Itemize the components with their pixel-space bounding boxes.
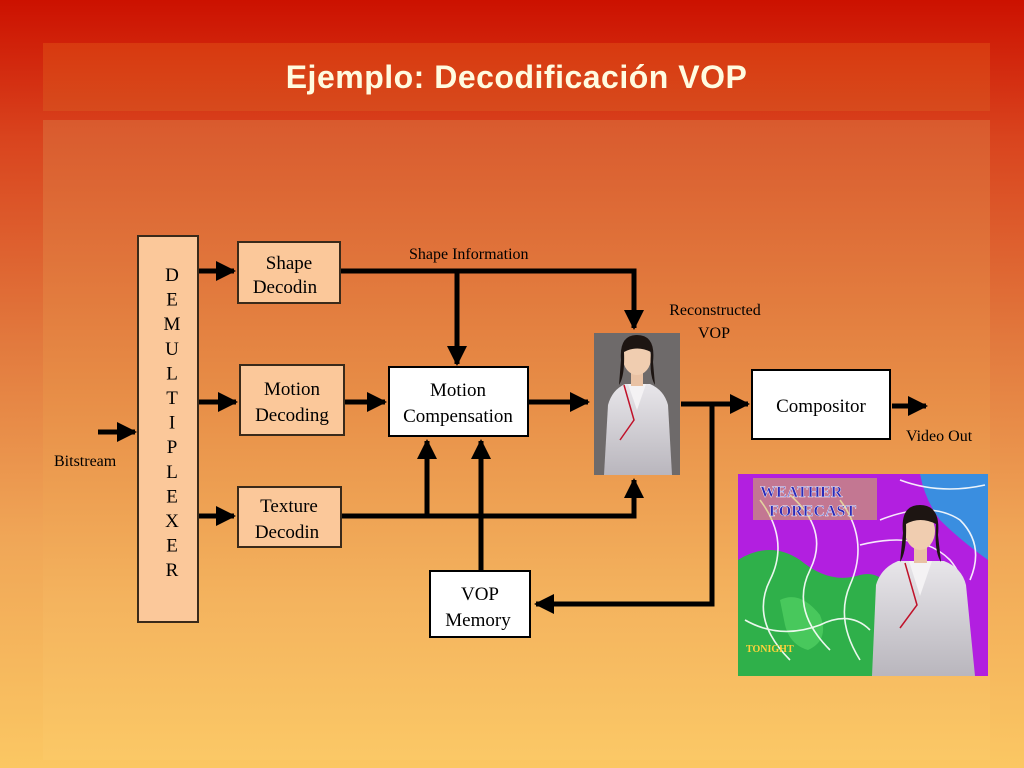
demux-letter: D — [165, 265, 179, 286]
slide-title: Ejemplo: Decodificación VOP — [285, 58, 748, 95]
texture-decoding-label-2: Decodin — [255, 522, 320, 543]
shape-decoding-label-1: Shape — [266, 253, 312, 274]
texture-decoding-label-1: Texture — [260, 496, 318, 517]
demux-letter: E — [166, 536, 178, 557]
texture-to-vop-line — [342, 478, 644, 519]
demux-letter: E — [166, 486, 178, 507]
bitstream-label: Bitstream — [54, 453, 117, 470]
motion-decoding-label-1: Motion — [264, 379, 320, 400]
compositor-box — [751, 369, 891, 440]
vop-memory-label-1: VOP — [461, 584, 499, 605]
motion-compensation-label-1: Motion — [430, 380, 486, 401]
motion-compensation-box — [388, 366, 529, 437]
weather-forecast-image: WEATHER FORECAST TONIGHT — [738, 474, 988, 676]
shape-decoding-label-2: Decodin — [253, 277, 318, 298]
demux-letter: E — [166, 290, 178, 311]
title-bar: Ejemplo: Decodificación VOP — [43, 43, 990, 111]
demux-letter: U — [165, 339, 179, 360]
demux-letter: R — [166, 560, 179, 581]
vop-memory-label-2: Memory — [445, 610, 511, 631]
demux-letter: T — [166, 388, 178, 409]
demux-letter: L — [166, 363, 178, 384]
reconstructed-vop-image — [594, 333, 680, 475]
demux-letter: P — [167, 437, 178, 458]
weather-tonight-label: TONIGHT — [746, 644, 794, 655]
shape-decoding-box — [237, 241, 341, 304]
demux-letter: M — [164, 314, 181, 335]
weather-title-1: WEATHER — [760, 484, 843, 501]
vop-to-memory-feedback — [534, 404, 715, 614]
motion-decoding-label-2: Decoding — [255, 405, 329, 426]
motion-decoding-box — [239, 364, 345, 436]
reconstructed-vop-label-2: VOP — [698, 325, 730, 342]
motion-compensation-label-2: Compensation — [403, 406, 513, 427]
video-out-label: Video Out — [906, 428, 973, 445]
compositor-label: Compositor — [776, 396, 866, 417]
demultiplexer-box — [137, 235, 199, 623]
demux-letter: X — [165, 511, 179, 532]
texture-decoding-box — [237, 486, 342, 548]
weather-title-2: FORECAST — [769, 503, 856, 520]
demux-letter: I — [169, 413, 175, 434]
shape-information-label: Shape Information — [409, 246, 529, 263]
reconstructed-vop-label-1: Reconstructed — [669, 302, 761, 319]
shape-info-line — [341, 268, 644, 330]
demux-letter: L — [166, 462, 178, 483]
vop-memory-box — [429, 570, 531, 638]
